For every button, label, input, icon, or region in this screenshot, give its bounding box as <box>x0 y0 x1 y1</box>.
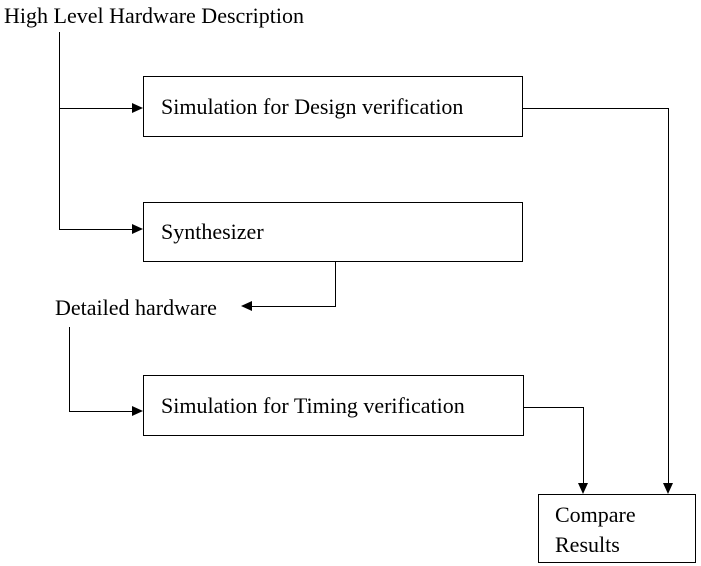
node-compare-results: Compare Results <box>538 494 696 563</box>
connector-design-sim-out-vertical <box>668 108 669 485</box>
arrowhead-into-detailed-hardware <box>241 301 252 311</box>
node-timing-simulation: Simulation for Timing verification <box>143 375 524 436</box>
node-design-simulation-label: Simulation for Design verification <box>161 93 464 119</box>
node-compare-results-label: Compare Results <box>555 502 636 557</box>
connector-hld-to-design-sim <box>59 108 133 109</box>
connector-hld-trunk <box>59 32 60 230</box>
node-timing-simulation-label: Simulation for Timing verification <box>161 392 465 418</box>
connector-design-sim-out-horizontal <box>523 108 669 109</box>
connector-timing-sim-out-horizontal <box>524 407 584 408</box>
connector-detailed-hw-horizontal <box>69 411 133 412</box>
connector-synthesizer-out-horizontal <box>250 306 336 307</box>
connector-timing-sim-out-vertical <box>583 407 584 484</box>
connector-detailed-hw-vertical <box>69 327 70 412</box>
arrowhead-into-timing-sim <box>132 406 143 416</box>
arrowhead-design-sim-into-compare <box>663 483 673 494</box>
label-high-level-hardware-description: High Level Hardware Description <box>4 3 304 28</box>
node-design-simulation: Simulation for Design verification <box>143 76 523 137</box>
node-synthesizer: Synthesizer <box>143 202 523 262</box>
label-detailed-hardware: Detailed hardware <box>55 295 217 320</box>
arrowhead-into-design-sim <box>132 103 143 113</box>
connector-synthesizer-out-vertical <box>335 262 336 307</box>
arrowhead-timing-sim-into-compare <box>578 483 588 494</box>
arrowhead-into-synthesizer <box>132 224 143 234</box>
connector-hld-to-synthesizer <box>59 229 133 230</box>
node-synthesizer-label: Synthesizer <box>161 219 264 244</box>
